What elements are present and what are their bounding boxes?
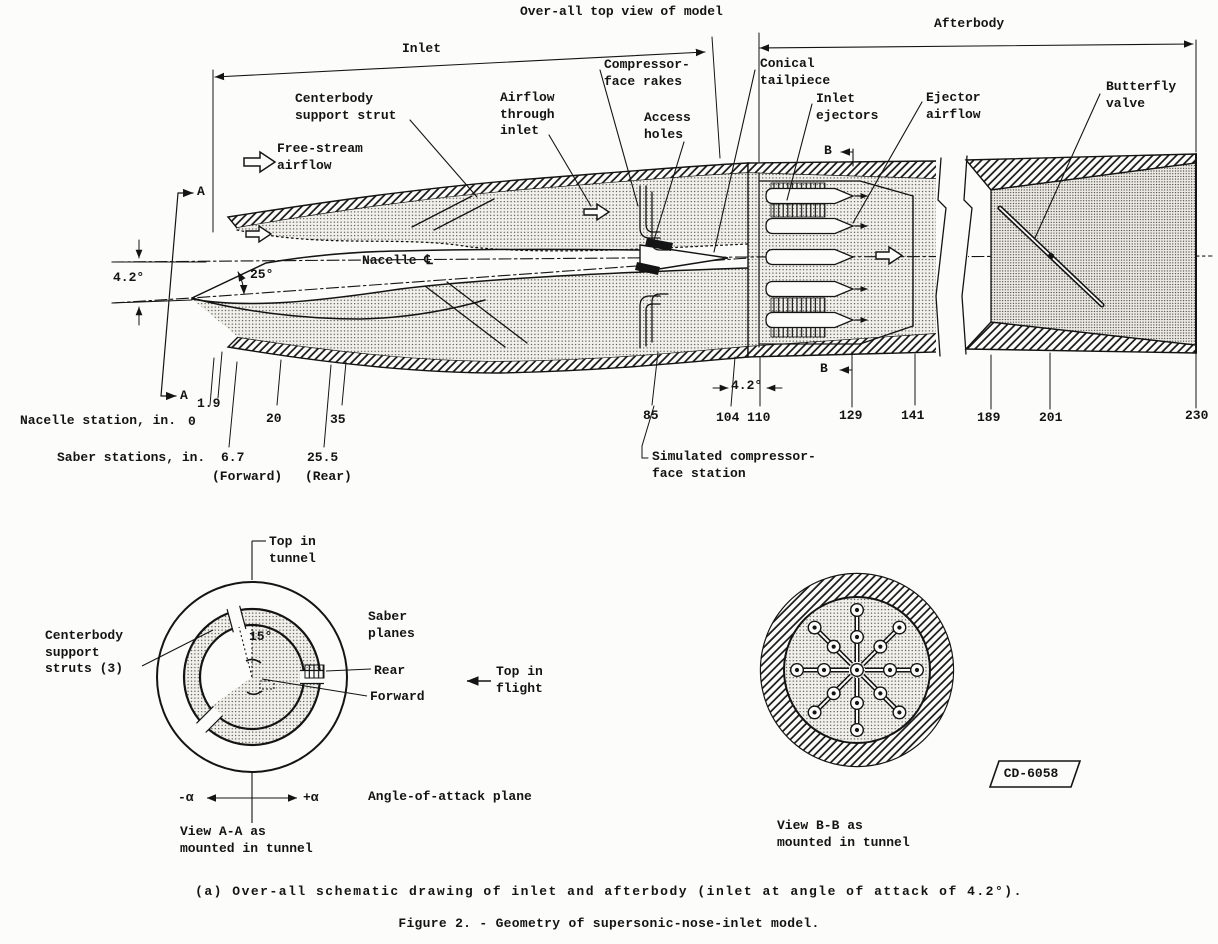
ejector-combs — [770, 182, 826, 338]
aa-aoa-plane-label: Angle-of-attack plane — [368, 789, 532, 804]
inlet-duct-arrow-icon — [245, 224, 273, 244]
spike-upper-edge — [191, 248, 641, 299]
bb-caption: View B-B as mounted in tunnel — [777, 818, 910, 850]
aa-15deg-label: 15° — [249, 629, 273, 644]
station-230: 230 — [1185, 408, 1209, 423]
aa-minus-alpha-label: -α — [178, 790, 194, 805]
aa-rear-label: Rear — [374, 663, 406, 678]
inlet-dimension — [212, 36, 721, 233]
aa-top-in-tunnel-label: Top in tunnel — [269, 534, 316, 566]
section-b-bottom-label: B — [820, 361, 828, 376]
section-a-top-label: A — [197, 184, 205, 199]
rear-saber-plane-marker — [304, 664, 325, 679]
spike-lower-edge — [191, 297, 486, 320]
cone-angle-arc — [237, 271, 248, 295]
access-hole-upper — [645, 238, 673, 251]
afterbody-dimension — [758, 32, 1197, 163]
aa-saber-planes-label: Saber planes — [368, 609, 415, 641]
station-110: 110 — [747, 410, 771, 425]
afterbody-dim-label: Afterbody — [934, 16, 1005, 31]
aoa-left-label: 4.2° — [113, 270, 145, 285]
break-edge-left — [935, 157, 947, 357]
butterfly-valve-icon — [997, 205, 1105, 308]
main-drawing — [111, 32, 1213, 459]
aoa-station-label: 4.2° — [731, 378, 763, 393]
station-35: 35 — [330, 412, 346, 427]
simulated-compressor-label: Simulated compressor- face station — [652, 449, 816, 481]
bb-rake-spokes — [791, 604, 924, 737]
drawing-number-stamp: CD-6058 — [1003, 766, 1059, 781]
aoa-left-dimension — [111, 239, 207, 326]
break-edge-right — [961, 155, 973, 355]
aa-caption: View A-A as mounted in tunnel — [180, 824, 313, 856]
inlet-dim-label: Inlet — [402, 41, 442, 56]
diffuser-lower-contour — [191, 267, 749, 305]
station-85: 85 — [643, 408, 659, 423]
station-0: 0 — [188, 414, 196, 429]
saber-rear: (Rear) — [305, 469, 352, 484]
aa-centerbody-struts-label: Centerbody support struts (3) — [45, 628, 124, 676]
station-104: 104 — [716, 410, 740, 425]
section-b-top-label: B — [824, 143, 832, 158]
free-stream-label: Free-stream airflow — [277, 141, 363, 173]
airflow-inlet-label: Airflow through inlet — [500, 90, 555, 138]
aa-top-in-flight-label: Top in flight — [496, 664, 543, 696]
sub-caption: (a) Over-all schematic drawing of inlet … — [195, 884, 1023, 899]
section-b-marks — [839, 148, 854, 374]
station-1-9: 1.9 — [197, 396, 221, 411]
tailpiece-boundaries — [747, 172, 914, 348]
station-129: 129 — [839, 408, 863, 423]
figure-title: Over-all top view of model — [520, 4, 723, 19]
figure-caption: Figure 2. - Geometry of supersonic-nose-… — [398, 916, 820, 931]
aa-forward-label: Forward — [370, 689, 425, 704]
view-bb — [759, 572, 1082, 788]
ejector-exit-arrow-icon — [875, 245, 904, 266]
aa-annotation-lines — [141, 540, 491, 823]
saber-6-7: 6.7 — [221, 450, 245, 465]
compressor-rakes-label: Compressor- face rakes — [604, 57, 690, 89]
aa-inner-sector — [210, 624, 305, 729]
nacelle-station-label: Nacelle station, in. — [20, 413, 177, 428]
saber-forward: (Forward) — [212, 469, 283, 484]
conical-tailpiece-label: Conical tailpiece — [760, 56, 831, 88]
leader-lines — [409, 69, 1101, 253]
centerbody-strut-label: Centerbody support strut — [295, 91, 397, 123]
butterfly-valve-label: Butterfly valve — [1106, 79, 1177, 111]
saber-station-label: Saber stations, in. — [57, 450, 206, 465]
station-201: 201 — [1039, 410, 1063, 425]
inlet-interior-lower — [192, 268, 748, 361]
nacelle-centerline-label: Nacelle ℄ — [362, 253, 433, 268]
inlet-ejectors-label: Inlet ejectors — [816, 91, 879, 123]
aa-sector-lines — [238, 625, 263, 696]
stamp-box — [988, 760, 1082, 788]
station-ticks — [209, 351, 1197, 459]
aa-plus-alpha-label: +α — [303, 790, 319, 805]
forward-saber-plane-marker — [259, 680, 275, 690]
access-holes-label: Access holes — [644, 110, 691, 142]
station-20: 20 — [266, 411, 282, 426]
view-aa — [141, 540, 491, 823]
station-189: 189 — [977, 410, 1001, 425]
strut-panel-lines — [411, 195, 528, 348]
cone-angle-label: 25° — [250, 267, 274, 282]
station-141: 141 — [901, 408, 925, 423]
ejector-airflow-label: Ejector airflow — [926, 90, 981, 122]
inlet-ejectors-icon — [765, 187, 868, 329]
airflow-through-inlet-arrow-icon — [583, 202, 611, 222]
access-hole-lower — [635, 262, 660, 275]
inlet-interior-upper — [237, 173, 748, 251]
flow-channel — [192, 230, 748, 304]
section-a-bottom-label: A — [180, 388, 188, 403]
tail-cone — [639, 244, 729, 273]
free-stream-arrow-icon — [243, 150, 277, 174]
diverging-interior — [990, 162, 1197, 346]
section-a-line — [160, 188, 194, 401]
saber-25-5: 25.5 — [307, 450, 339, 465]
